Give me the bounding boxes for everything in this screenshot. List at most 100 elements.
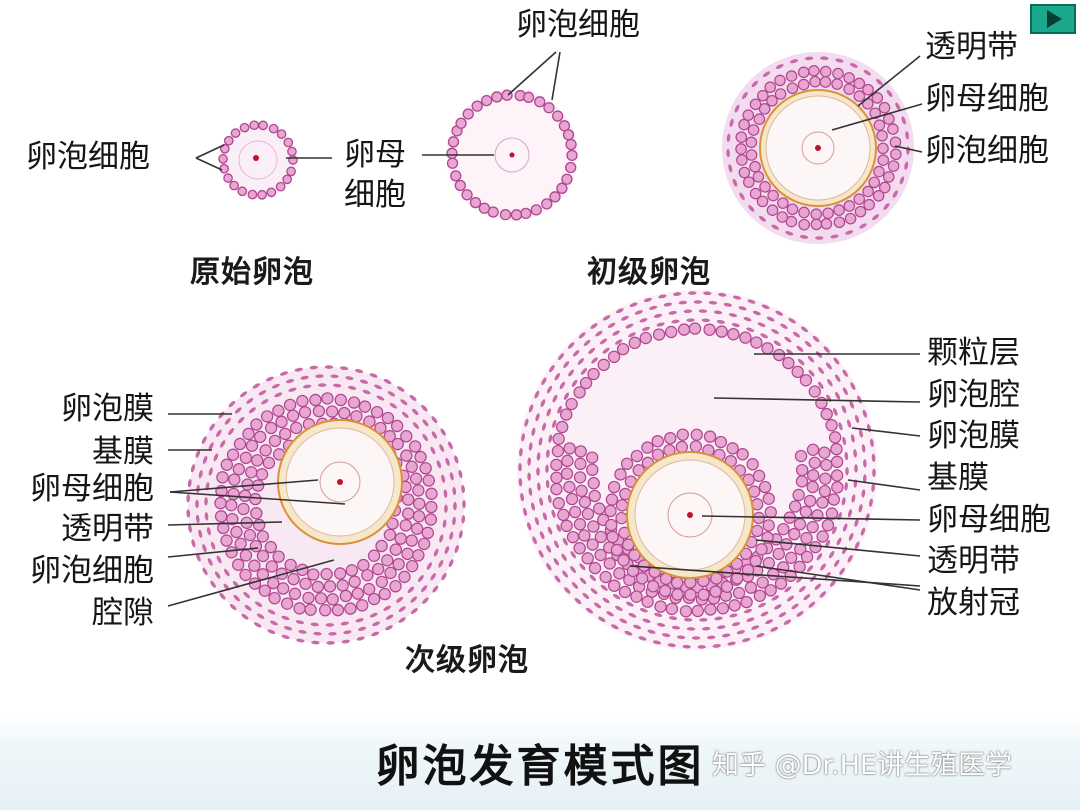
primary-theca-cell — [899, 176, 905, 185]
mature-theca-cell — [780, 323, 788, 329]
mature-theca-cell — [678, 300, 688, 305]
primary-follicle-cell — [777, 197, 789, 209]
secondary-theca-cell — [387, 391, 396, 397]
secondary-theca-cell — [383, 605, 391, 611]
primary-theca-cell — [892, 190, 898, 198]
mature-cumulus-cell — [697, 588, 710, 601]
secondary-follicle-cell — [345, 564, 359, 577]
mature-cumulus-cell — [605, 493, 619, 506]
mature-theca-cell — [859, 429, 863, 438]
mature-theca-cell — [528, 442, 533, 451]
mature-theca-cell — [721, 633, 731, 638]
mature-granulosa-cell — [599, 570, 612, 584]
mature-cumulus-cell — [651, 434, 664, 448]
mature-theca-cell — [778, 612, 787, 618]
mature-theca-cell — [629, 302, 638, 307]
secondary-theca-cell — [310, 622, 319, 627]
mature-theca-cell — [823, 346, 830, 353]
mature-cumulus-cell — [637, 559, 651, 572]
mature-granulosa-cell — [784, 551, 798, 564]
secondary-theca-cell — [195, 449, 201, 458]
secondary-theca-cell — [356, 636, 365, 641]
secondary-theca-cell — [422, 419, 429, 427]
secondary-follicle-cell — [241, 478, 254, 491]
mature-theca-cell — [808, 369, 815, 377]
secondary-follicle-cell — [391, 437, 404, 451]
mature-theca-cell — [546, 408, 552, 417]
secondary-follicle-cell — [245, 466, 258, 479]
mature-theca-cell — [731, 323, 740, 328]
mature-theca-cell — [775, 310, 783, 316]
mature-granulosa-cell — [639, 331, 652, 345]
mature-theca-cell — [527, 472, 531, 481]
mature-theca-cell — [758, 602, 766, 608]
primary-theca-cell — [815, 236, 824, 240]
primary-follicle-cell — [819, 65, 832, 78]
secondary-follicle-cell-label: 卵泡细胞 — [30, 553, 154, 589]
mature-cumulus-cell — [746, 458, 759, 471]
mature-theca-cell — [853, 449, 857, 458]
secondary-follicle-cell — [402, 507, 415, 520]
top-follicle-cell — [549, 191, 561, 203]
primordial-follicle-cell — [283, 137, 294, 148]
primary-follicle-cell — [843, 72, 855, 84]
secondary-theca-cell — [219, 592, 226, 600]
secondary-theca-cell — [188, 524, 192, 533]
mature-theca-cell — [818, 366, 824, 374]
mature-theca-cell — [800, 326, 808, 333]
secondary-follicle-cell — [362, 582, 376, 596]
primary-follicle-cell — [887, 123, 899, 135]
secondary-theca-cell — [442, 519, 447, 528]
mature-theca-cell — [579, 577, 587, 585]
mature-granulosa-cell — [573, 541, 586, 555]
primary-follicle-cell — [797, 66, 810, 79]
mature-theca-cell — [642, 326, 651, 332]
mature-granulosa-cell — [806, 443, 820, 456]
secondary-theca-cell — [461, 515, 466, 524]
mature-theca-cell — [850, 382, 856, 390]
secondary-follicle-cell — [256, 530, 270, 543]
mature-granulosa-cell — [761, 342, 774, 355]
primordial-follicle-cell — [288, 155, 298, 165]
play-button[interactable] — [1030, 4, 1076, 34]
mature-granulosa-cell — [799, 505, 813, 519]
mature-theca-cell — [656, 322, 665, 327]
secondary-theca-cell — [254, 601, 263, 608]
mature-theca-cell — [817, 381, 824, 389]
secondary-theca-cell — [201, 436, 207, 444]
secondary-follicle-cell — [220, 534, 233, 547]
mature-theca-cell — [807, 355, 815, 363]
top-follicle-cell — [499, 208, 512, 221]
secondary-theca-cell — [281, 634, 290, 640]
secondary-follicle-cell — [370, 405, 384, 419]
mature-theca-cell — [833, 559, 840, 567]
mature-cumulus-cell — [620, 457, 634, 471]
mature-theca-cell — [537, 482, 541, 491]
primordial-follicle-cell — [268, 123, 279, 134]
mature-granulosa-cell — [808, 385, 821, 398]
mature-granulosa-cell — [641, 595, 654, 608]
secondary-theca-cell — [191, 539, 196, 548]
mature-theca-cell — [634, 310, 643, 315]
secondary-follicle-cell — [232, 463, 246, 476]
mature-theca-cell — [663, 302, 673, 307]
mature-granulosa-cell — [732, 586, 746, 600]
mature-theca-cell — [731, 622, 741, 627]
secondary-theca-cell — [401, 411, 409, 419]
secondary-theca-cell — [431, 431, 438, 439]
mature-granulosa-cell — [780, 538, 793, 551]
mature-cumulus-cell — [709, 585, 722, 598]
mature-theca-cell — [854, 518, 859, 527]
mature-theca-cell — [738, 306, 747, 311]
secondary-follicle-cell — [280, 597, 294, 610]
secondary-follicle-cell — [425, 500, 438, 514]
pointer-mature-oocyte — [701, 515, 921, 521]
mature-theca-cell — [691, 636, 701, 640]
mature-theca-cell — [654, 612, 663, 617]
primary-theca-cell — [799, 235, 809, 239]
primordial-follicle-cell — [218, 154, 228, 164]
secondary-theca-cell — [430, 446, 436, 455]
primary-follicle-cell — [889, 136, 902, 149]
mature-theca-cell — [752, 310, 761, 316]
primary-follicle-cell — [798, 218, 810, 231]
